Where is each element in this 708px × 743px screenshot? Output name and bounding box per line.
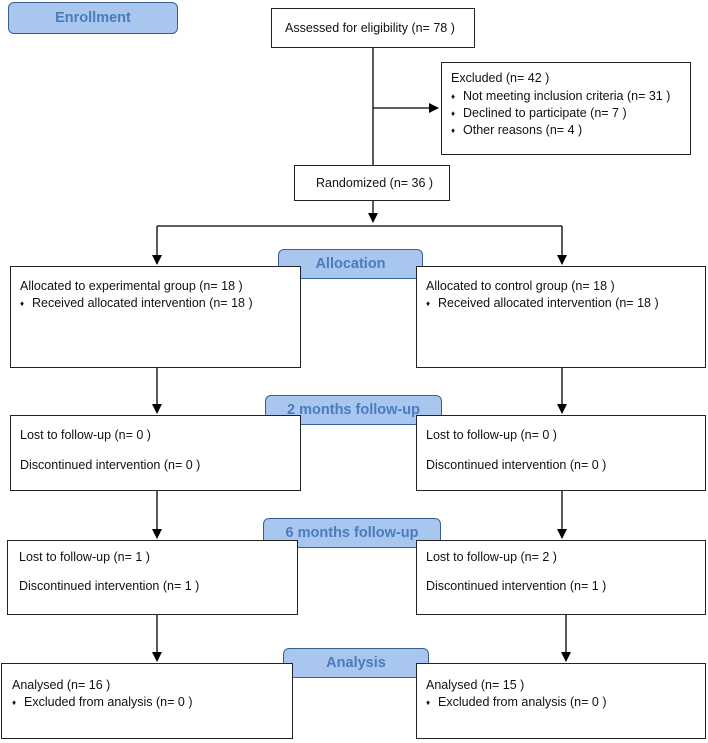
randomized-box: Randomized (n= 36 ) (294, 165, 450, 201)
left-fu2-box: Lost to follow-up (n= 0 ) Discontinued i… (10, 415, 301, 491)
randomized-text: Randomized (n= 36 ) (316, 176, 434, 190)
right-allocated-text: Allocated to control group (n= 18 ) (426, 279, 615, 293)
assessed-text: Assessed for eligibility (n= 78 ) (285, 21, 455, 35)
right-fu6-box: Lost to follow-up (n= 2 ) Discontinued i… (416, 540, 706, 615)
excluded-item: ♦Declined to participate (n= 7 ) (451, 106, 627, 120)
left-received-item: ♦Received allocated intervention (n= 18 … (20, 296, 253, 310)
right-fu6-lost: Lost to follow-up (n= 2 ) (426, 550, 557, 564)
right-fu6-discontinued: Discontinued intervention (n= 1 ) (426, 579, 607, 593)
right-fu2-box: Lost to follow-up (n= 0 ) Discontinued i… (416, 415, 706, 491)
left-fu6-discontinued: Discontinued intervention (n= 1 ) (19, 579, 200, 593)
stage-2-months-label: 2 months follow-up (287, 402, 420, 418)
stage-enrollment-label: Enrollment (55, 10, 131, 26)
excluded-box: Excluded (n= 42 ) ♦Not meeting inclusion… (441, 62, 691, 155)
excluded-title: Excluded (n= 42 ) (451, 71, 550, 85)
stage-enrollment: Enrollment (8, 2, 178, 34)
bullet-icon: ♦ (426, 698, 431, 707)
bullet-icon: ♦ (12, 698, 17, 707)
left-fu6-box: Lost to follow-up (n= 1 ) Discontinued i… (7, 540, 298, 615)
stage-allocation-label: Allocation (315, 256, 386, 272)
left-fu2-lost: Lost to follow-up (n= 0 ) (20, 428, 151, 442)
stage-allocation: Allocation (278, 249, 423, 279)
right-fu2-lost: Lost to follow-up (n= 0 ) (426, 428, 557, 442)
assessed-box: Assessed for eligibility (n= 78 ) (271, 8, 475, 48)
bullet-icon: ♦ (20, 299, 25, 308)
right-received-item: ♦Received allocated intervention (n= 18 … (426, 296, 659, 310)
right-allocated-box: Allocated to control group (n= 18 ) ♦Rec… (416, 266, 706, 368)
right-analysis-box: Analysed (n= 15 ) ♦Excluded from analysi… (416, 663, 706, 739)
right-excluded-analysis-item: ♦Excluded from analysis (n= 0 ) (426, 695, 607, 709)
left-allocated-box: Allocated to experimental group (n= 18 )… (10, 266, 301, 368)
bullet-icon: ♦ (451, 92, 456, 101)
right-fu2-discontinued: Discontinued intervention (n= 0 ) (426, 458, 607, 472)
bullet-icon: ♦ (451, 109, 456, 118)
right-analysed: Analysed (n= 15 ) (426, 678, 525, 692)
left-fu6-lost: Lost to follow-up (n= 1 ) (19, 550, 150, 564)
left-allocated-text: Allocated to experimental group (n= 18 ) (20, 279, 243, 293)
bullet-icon: ♦ (426, 299, 431, 308)
left-excluded-analysis-item: ♦Excluded from analysis (n= 0 ) (12, 695, 193, 709)
stage-analysis-label: Analysis (326, 655, 386, 671)
stage-6-months-label: 6 months follow-up (285, 525, 419, 541)
left-analysed: Analysed (n= 16 ) (12, 678, 111, 692)
left-fu2-discontinued: Discontinued intervention (n= 0 ) (20, 458, 201, 472)
left-analysis-box: Analysed (n= 16 ) ♦Excluded from analysi… (1, 663, 293, 739)
excluded-item: ♦Other reasons (n= 4 ) (451, 123, 583, 137)
stage-analysis: Analysis (283, 648, 429, 678)
excluded-item: ♦Not meeting inclusion criteria (n= 31 ) (451, 89, 671, 103)
bullet-icon: ♦ (451, 126, 456, 135)
